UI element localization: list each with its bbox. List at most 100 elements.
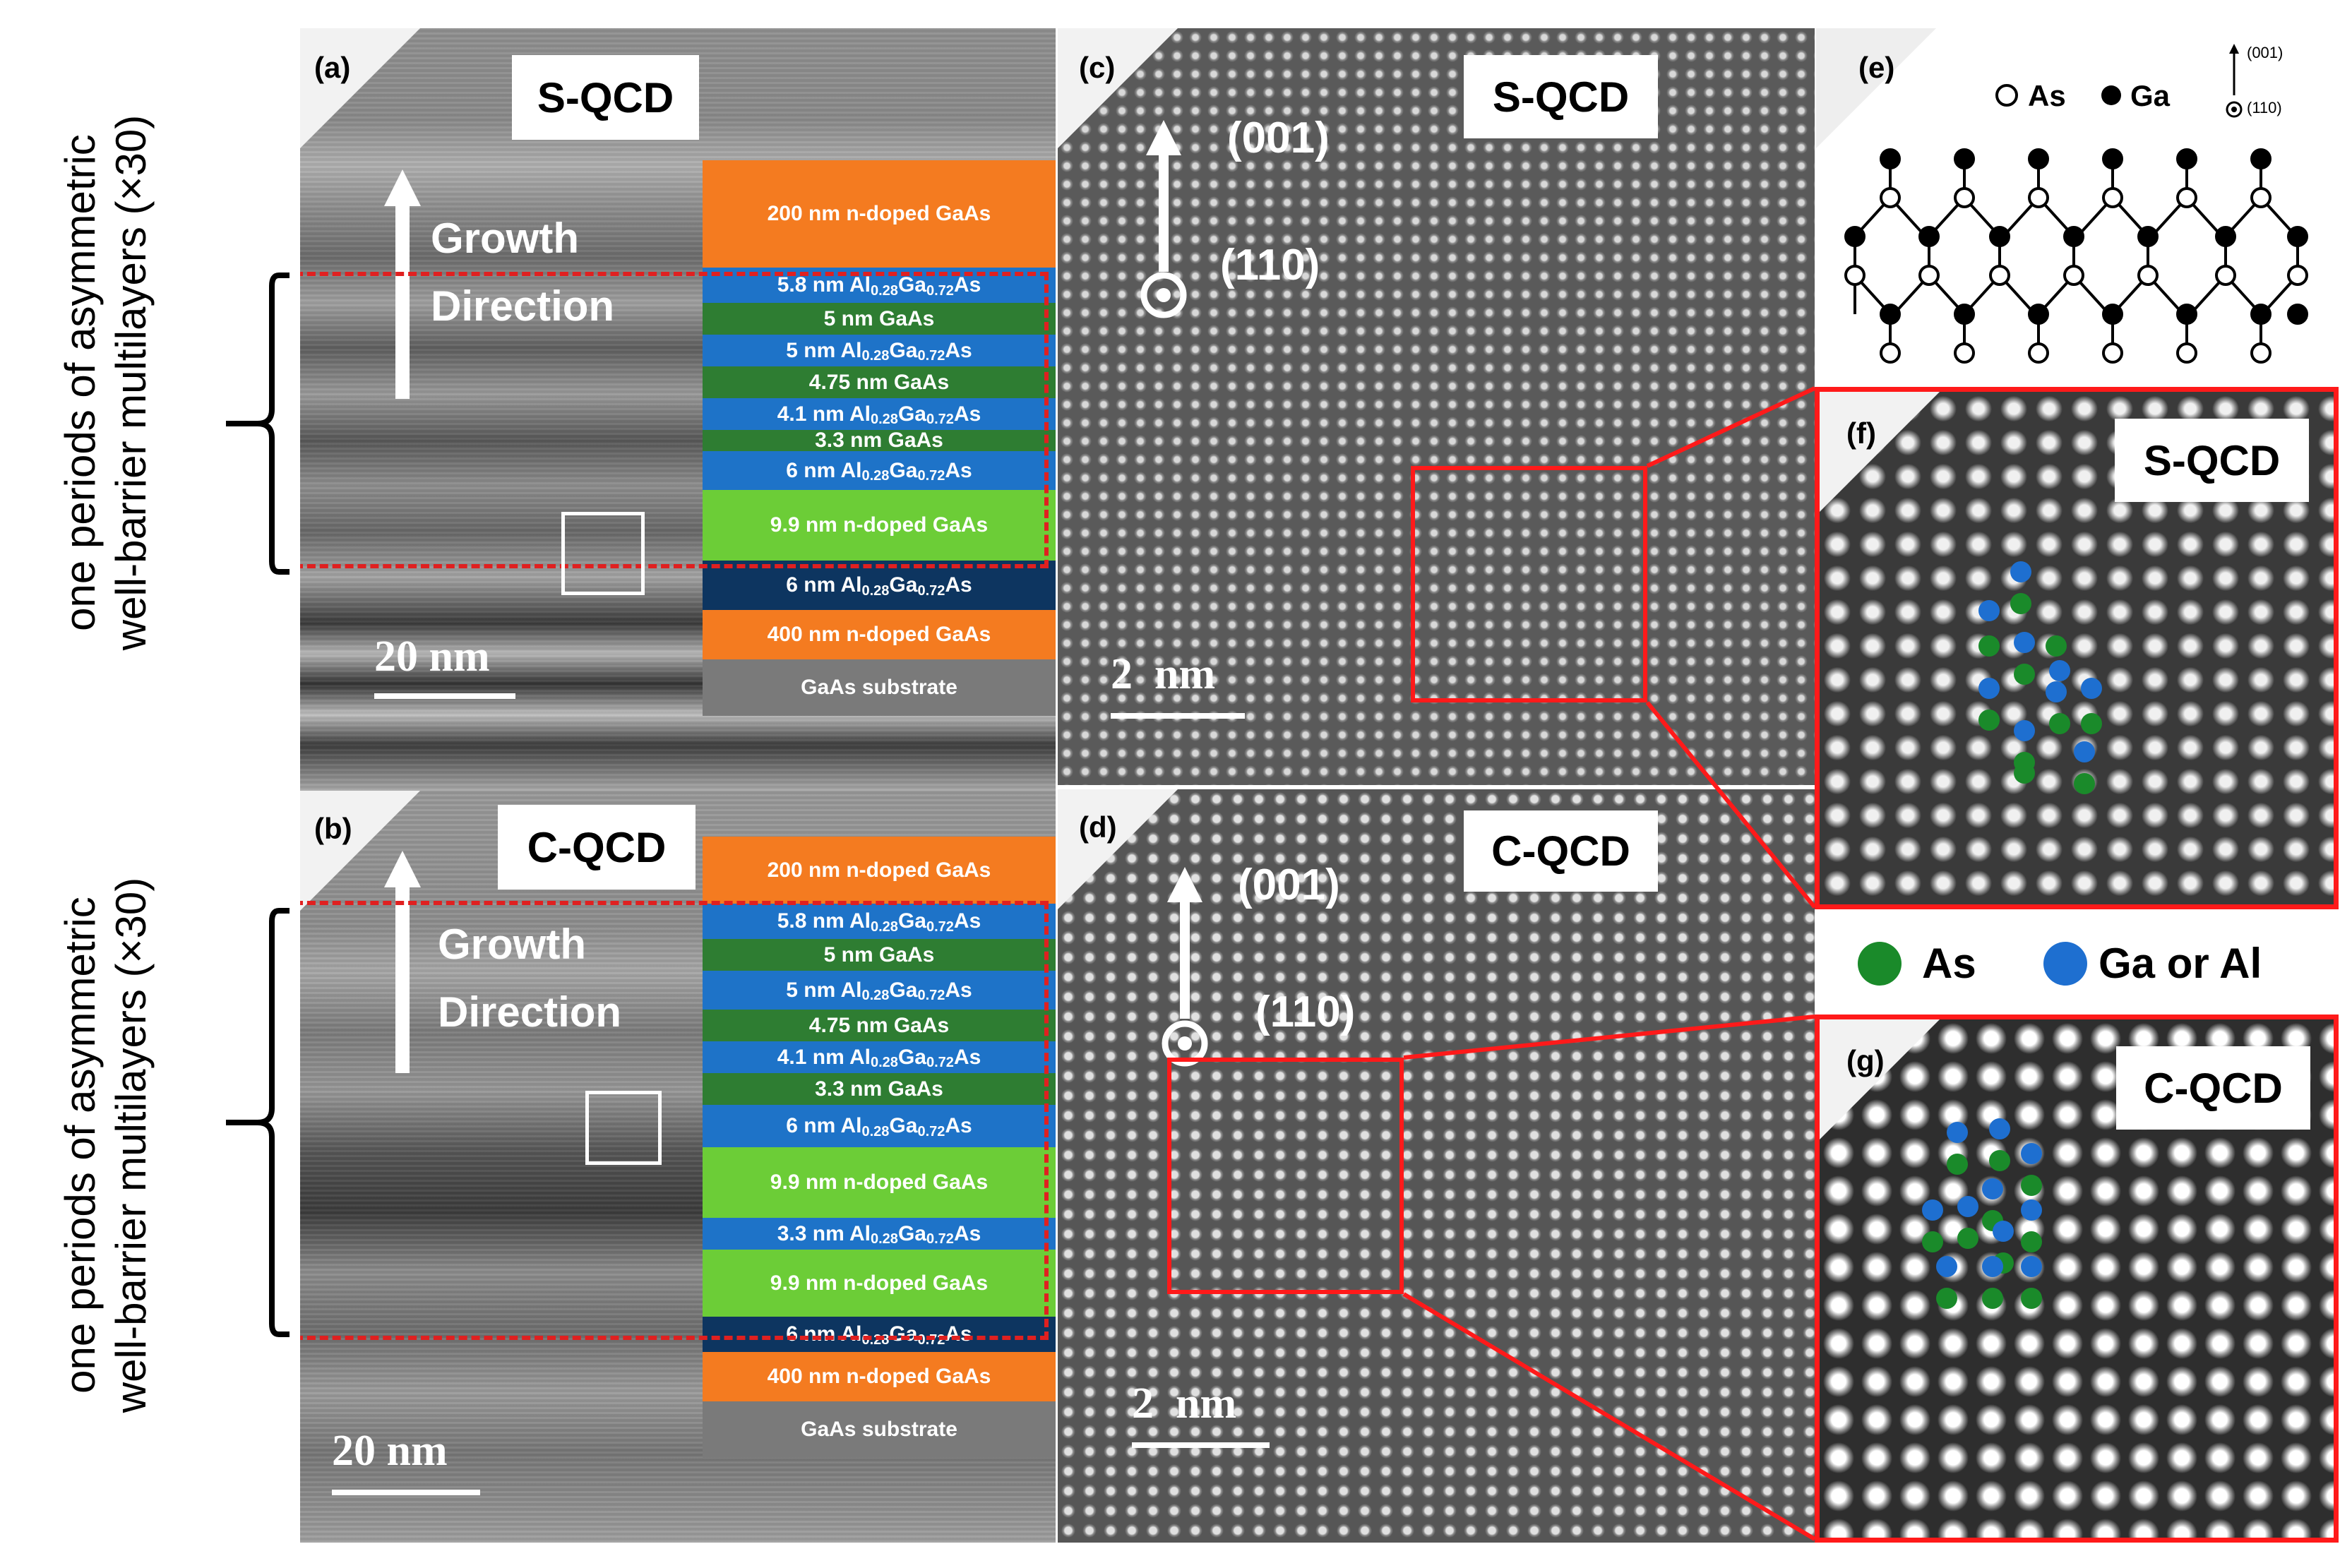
layer-text-part: 0.72 [926,282,954,299]
atom-legend-as-dot [1858,942,1902,986]
as-atom [2014,762,2035,784]
as-atom [1954,342,1975,364]
panel-b: (b) C-QCD Growth Direction 200 nm n-dope… [300,791,1056,1543]
a-layer: 400 nm n-doped GaAs [703,610,1056,659]
as-atom [2049,713,2070,734]
layer-text-part: 0.72 [917,348,945,364]
as-atom [1957,1228,1978,1249]
atom-legend-ga-label: Ga or Al [2099,940,2262,987]
ga-or-al-atom [1982,1256,2003,1277]
as-atom [1918,265,1940,286]
as-atom [1880,187,1901,208]
as-atom [1982,1288,2003,1309]
layer-text-part: 0.28 [861,988,890,1003]
layer-text-part: As [953,909,981,933]
layer-text-part: 9.9 nm n-doped GaAs [770,513,989,537]
scale-text-c: 2 nm [1111,650,1216,698]
panel-g-title: C-QCD [2116,1046,2310,1130]
growth-label-a: Growth Direction [431,205,614,340]
as-atom [2046,635,2067,657]
layer-text-part: 5.8 nm Al [777,909,871,933]
as-atom [2287,265,2308,286]
layer-text-part: 3.3 nm GaAs [815,1077,943,1101]
ga-atom [2250,304,2272,325]
ga-atom [1954,304,1975,325]
ga-atom [2176,148,2197,169]
b-layer: 4.75 nm GaAs [703,1010,1056,1041]
panel-f-letter: (f) [1846,417,1876,450]
ga-atom [2063,226,2084,247]
panel-f-title: S-QCD [2115,419,2309,502]
layer-text-part: As [945,573,972,597]
ga-or-al-atom [1936,1256,1957,1277]
a-layer: GaAs substrate [703,659,1056,716]
a-layer: 9.9 nm n-doped GaAs [703,490,1056,561]
layer-text-part: As [953,402,981,426]
panel-f-corner [1820,392,1940,512]
axis-110-e: (110) [2247,99,2282,116]
b-layer: GaAs substrate [703,1401,1056,1458]
layer-text-part: As [945,338,972,362]
as-atom [1844,265,1866,286]
growth-label-b: Growth Direction [438,911,621,1046]
layer-text-part: 0.72 [926,1055,954,1070]
as-atom [2176,187,2197,208]
as-atom [2010,593,2031,614]
layer-text-part: 6 nm Al [786,458,862,482]
as-atom [2021,1175,2042,1196]
a-layer: 200 nm n-doped GaAs [703,160,1056,268]
ga-atom [2137,226,2159,247]
panel-g-corner [1820,1019,1940,1139]
layer-text-part: 0.28 [871,282,898,299]
panel-d-corner [1058,789,1178,909]
as-atom [2102,187,2123,208]
scale-text-b: 20 nm [332,1427,448,1475]
panel-b-title: C-QCD [498,805,696,890]
ga-or-al-atom [1982,1178,2003,1199]
layer-text-part: 6 nm Al [786,1114,862,1137]
layer-text-part: 0.28 [861,582,890,599]
layer-text-part: 6 nm Al [786,573,862,597]
b-layer: 3.3 nm GaAs [703,1073,1056,1105]
dir-arrow-c [1140,120,1187,318]
layer-text-part: Ga [897,1221,926,1245]
layer-text-part: As [945,1322,972,1346]
b-layer: 200 nm n-doped GaAs [703,837,1056,904]
a-layer: 5 nm GaAs [703,303,1056,335]
ga-or-al-atom [2021,1199,2042,1221]
panel-g: (g) C-QCD [1815,1015,2339,1543]
as-atom [1922,1231,1943,1252]
panel-a-corner [300,28,420,148]
panel-a-letter: (a) [314,51,351,84]
b-layer: 5 nm GaAs [703,939,1056,971]
layer-text-part: 0.72 [926,1231,954,1247]
layer-text-part: 0.28 [861,1123,890,1139]
ga-atom [2028,304,2049,325]
dir-001-d: (001) [1238,861,1340,909]
layer-text-part: 0.28 [861,348,890,364]
layer-text-part: 4.75 nm GaAs [808,370,950,394]
layer-text-part: Ga [897,273,926,297]
ga-or-al-atom [2010,561,2031,582]
ga-or-al-atom [1957,1196,1978,1217]
layer-text-part: 5 nm GaAs [823,942,935,966]
ga-atom [2028,148,2049,169]
growth-word-a: Growth [431,215,579,262]
layer-text-part: Ga [889,458,918,482]
layer-text-part: 0.72 [917,1123,945,1139]
as-atom [2081,713,2102,734]
scale-text-a: 20 nm [374,633,490,681]
as-atom [2176,342,2197,364]
layer-text-part: 200 nm n-doped GaAs [767,858,991,882]
atom-legend-ga-dot [2043,942,2087,986]
as-atom [1989,265,2010,286]
layer-text-part: 3.3 nm GaAs [815,429,943,452]
